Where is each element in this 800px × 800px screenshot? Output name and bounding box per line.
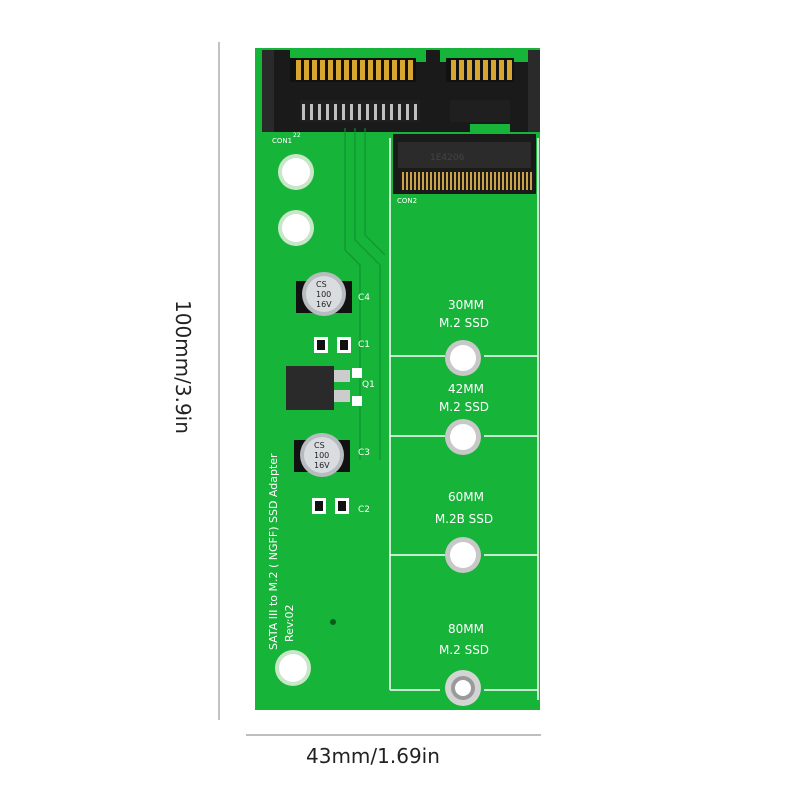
sata-solder-pins: [302, 104, 417, 120]
slot-42-size: 42MM: [448, 382, 484, 396]
svg-text:CS: CS: [316, 280, 327, 289]
slot-80-type: M.2 SSD: [439, 643, 489, 657]
slot-42-type: M.2 SSD: [439, 400, 489, 414]
svg-text:16V: 16V: [314, 461, 330, 470]
sata-power-pins: [451, 60, 512, 80]
svg-text:CS: CS: [314, 441, 325, 450]
m2-slot-outline: [389, 138, 539, 700]
slot-80-size: 80MM: [448, 622, 484, 636]
slot-60-size: 60MM: [448, 490, 484, 504]
svg-text:16V: 16V: [316, 300, 332, 309]
q1-label: Q1: [362, 380, 375, 390]
slot-30-type: M.2 SSD: [439, 316, 489, 330]
sata-connector: [262, 50, 540, 132]
board-revision: Rev:02: [283, 604, 296, 642]
c1-label: C1: [358, 340, 370, 350]
component-c1: [314, 337, 351, 353]
svg-text:100: 100: [314, 451, 329, 460]
con2-label: CON2: [397, 197, 417, 205]
svg-text:100: 100: [316, 290, 331, 299]
c3-label: C3: [358, 448, 370, 458]
c2-label: C2: [358, 505, 370, 515]
transistor-q1: [286, 366, 362, 410]
slot-60-type: M.2B SSD: [435, 512, 493, 526]
mounting-holes: [275, 154, 481, 706]
m2-pins: [402, 172, 532, 190]
slot-30-size: 30MM: [448, 298, 484, 312]
slot-labels: 30MM M.2 SSD 42MM M.2 SSD 60MM M.2B SSD …: [435, 298, 493, 657]
component-c2: [312, 498, 349, 514]
con1-label: CON1: [272, 137, 292, 145]
board-title: SATA III to M.2 ( NGFF) SSD Adapter: [267, 453, 280, 650]
height-dimension-label: 100mm/3.9in: [171, 300, 195, 434]
sata-data-pins: [296, 60, 413, 80]
width-dimension-label: 43mm/1.69in: [306, 744, 440, 768]
m2-connector: 1E4206: [393, 134, 536, 194]
pin22-label: 22: [293, 132, 301, 139]
capacitor-c3: CS 100 16V: [294, 433, 350, 477]
c4-label: C4: [358, 293, 370, 303]
capacitor-c4: CS 100 16V: [296, 272, 352, 316]
svg-text:1E4206: 1E4206: [430, 153, 465, 163]
